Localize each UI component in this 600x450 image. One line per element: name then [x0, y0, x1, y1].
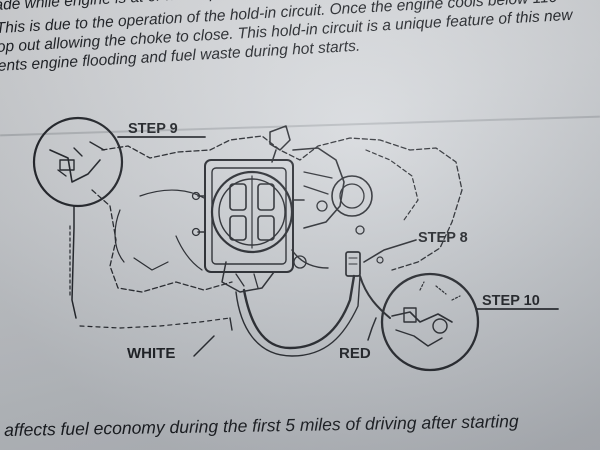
step10-detail-circle — [380, 272, 480, 372]
wire-harness — [229, 274, 391, 357]
white-wire-label: WHITE — [127, 345, 175, 362]
step8-leader-line — [363, 239, 417, 263]
step8-label: STEP 8 — [418, 230, 468, 246]
red-leader-line — [367, 317, 377, 341]
step9-detail-circle — [32, 116, 124, 208]
red-wire-label: RED — [339, 345, 371, 362]
step9-label: STEP 9 — [128, 121, 178, 137]
carburetor-body — [191, 125, 305, 293]
choke-linkage — [291, 147, 373, 269]
step10-label: STEP 10 — [482, 293, 540, 309]
left-wire — [69, 205, 77, 319]
wire-connector — [345, 251, 384, 277]
white-leader-line — [193, 335, 215, 357]
intake-manifold-outline — [79, 135, 463, 329]
